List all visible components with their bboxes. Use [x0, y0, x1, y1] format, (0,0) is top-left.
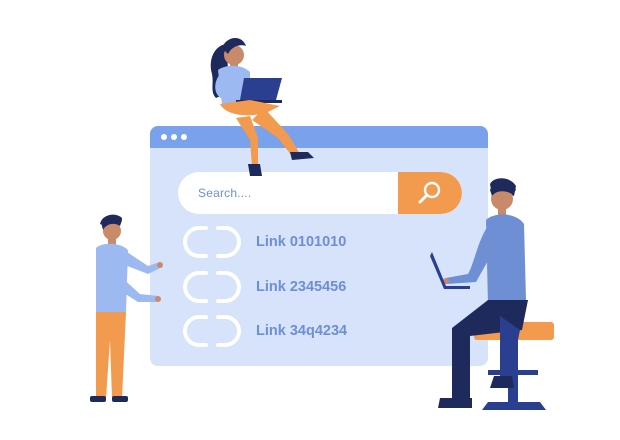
link-row[interactable]: Link 0101010	[182, 225, 442, 259]
chain-link-icon	[183, 226, 241, 258]
search-bar: Search....	[178, 172, 462, 214]
window-dot-icon	[181, 134, 187, 140]
search-button[interactable]	[398, 172, 462, 214]
chain-link-icon	[183, 315, 241, 347]
link-label[interactable]: Link 0101010	[256, 234, 347, 250]
window-titlebar	[150, 126, 488, 148]
window-dot-icon	[171, 134, 177, 140]
browser-window	[150, 126, 488, 366]
link-row[interactable]: Link 34q4234	[182, 314, 442, 348]
window-dot-icon	[161, 134, 167, 140]
chain-link-icon	[183, 271, 241, 303]
link-row[interactable]: Link 2345456	[182, 270, 442, 304]
link-label[interactable]: Link 34q4234	[256, 323, 348, 339]
magnifier-icon	[418, 181, 441, 204]
link-label[interactable]: Link 2345456	[256, 279, 347, 295]
search-input[interactable]: Search....	[198, 186, 252, 200]
